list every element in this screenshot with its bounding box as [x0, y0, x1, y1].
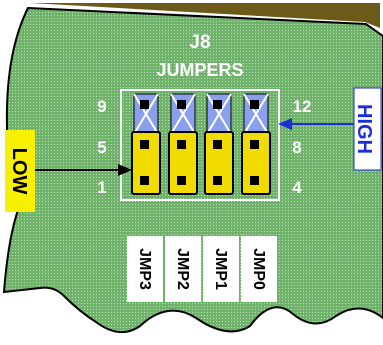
jumper-column-jmp2	[168, 93, 198, 195]
low-label-box	[5, 130, 35, 212]
jumper-column-jmp3	[131, 93, 161, 195]
high-label-box	[353, 87, 382, 171]
board-shadow	[30, 3, 380, 28]
low-label: LOW	[8, 148, 30, 195]
jumper-shunt	[168, 131, 198, 195]
jumper-label-box	[241, 236, 277, 302]
pin-number-8: 8	[292, 138, 301, 157]
jumper-label-box	[127, 236, 163, 302]
jumper-shunt	[241, 131, 271, 195]
jumper-label-box	[203, 236, 239, 302]
pin-number-4: 4	[292, 178, 302, 197]
jumper-label-jmp2: JMP2	[174, 248, 191, 290]
low-arrow-head	[118, 164, 132, 176]
jumper-label-jmp0: JMP0	[250, 248, 267, 290]
header-outline	[120, 89, 280, 201]
jumper-label-jmp3: JMP3	[136, 248, 153, 290]
jumper-label-jmp1: JMP1	[212, 248, 229, 290]
connector-label: J8	[189, 32, 210, 53]
high-arrow-head	[278, 118, 292, 130]
jumpers-header: JUMPERS	[156, 60, 243, 80]
jumper-column-jmp0	[241, 93, 271, 195]
pin-number-5: 5	[97, 138, 106, 157]
pin-number-1: 1	[97, 178, 106, 197]
jumper-label-box	[165, 236, 201, 302]
high-label: HIGH	[353, 104, 375, 154]
jumper-shunt	[204, 131, 234, 195]
jumper-shunt	[131, 131, 161, 195]
pin-number-12: 12	[293, 97, 312, 116]
pin-number-9: 9	[97, 97, 106, 116]
jumper-column-jmp1	[204, 93, 234, 195]
